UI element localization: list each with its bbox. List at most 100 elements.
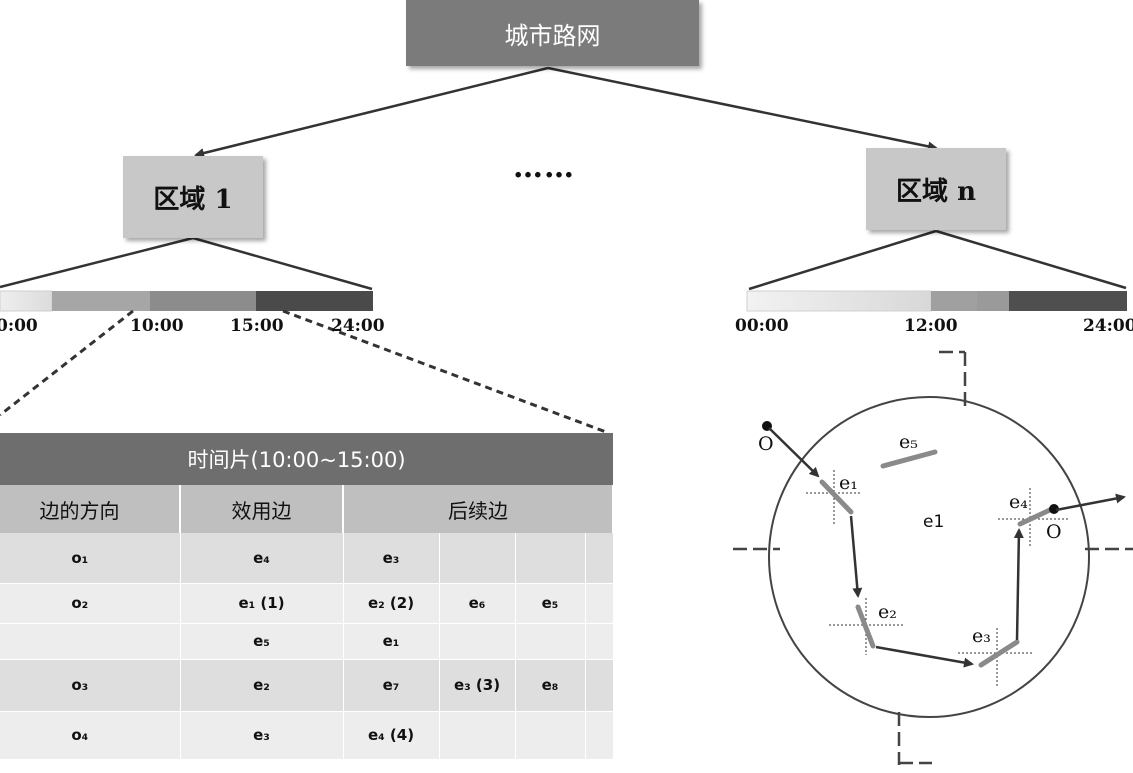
cell-direction-text: o₃ — [71, 676, 89, 694]
timeline1-tick-24: 24:00 — [331, 316, 385, 336]
origin-label: O — [758, 433, 774, 455]
edge-e5 — [880, 449, 938, 469]
table-row: o₄ e₃ e₄ (4) — [0, 711, 614, 760]
zoom-dash-left — [0, 309, 134, 417]
cell-successor — [439, 623, 516, 660]
edge-e1 — [819, 479, 854, 515]
route-arrow-2 — [849, 515, 863, 598]
timeline1-seg-a — [0, 290, 53, 312]
cell-successor — [585, 583, 614, 624]
region1-fan-left — [0, 236, 194, 289]
route-arrow-1 — [768, 427, 820, 478]
edge-e1-label: e₁ — [839, 472, 858, 494]
region1-fan-right — [192, 236, 373, 291]
table-row: o₃ e₂ e₇ e₃ (3) e₈ — [0, 659, 614, 712]
cell-direction-text: o₂ — [71, 594, 89, 612]
cell-direction: o₃ — [0, 659, 181, 712]
timeline1-seg-b — [52, 291, 150, 311]
cell-successor: e₄ (4) — [343, 711, 440, 760]
timelineN-seg-b — [931, 291, 977, 311]
edge-e3-label: e₃ — [972, 625, 991, 647]
edge-e2-label: e₂ — [878, 601, 897, 623]
header-successor: 后续边 — [343, 485, 615, 533]
cell-utility: e₂ — [180, 659, 344, 712]
timelineN-tick-00: 00:00 — [735, 316, 789, 336]
cell-utility: e₄ — [180, 533, 344, 584]
regionN-fan-right — [935, 229, 1127, 290]
cell-successor — [585, 623, 614, 660]
cell-utility: e₃ — [180, 711, 344, 760]
cell-successor-text: e₃ — [382, 548, 400, 567]
dest-label: O — [1046, 521, 1062, 543]
cell-utility-text: e₃ — [253, 726, 270, 744]
cell-successor-text: e₁ — [382, 632, 400, 650]
cell-successor — [585, 533, 614, 584]
cell-successor: e₇ — [343, 659, 440, 712]
region-1-box: 区域 1 — [123, 156, 263, 238]
cell-successor: e₂ (2) — [343, 583, 440, 624]
root-node-label: 城市路网 — [504, 21, 601, 50]
center-edge-label: e1 — [923, 512, 945, 532]
cell-successor-text: e₃ (3) — [453, 676, 501, 694]
edge-e3 — [978, 639, 1020, 668]
table-body: o₁ e₄ e₃ o₂ e₁ (1) e₂ (2) e₆ e₅ e₅ e₁ o₃ e₂ e₇ e₃ (3)… — [0, 533, 614, 760]
cell-successor-text: e₆ — [468, 594, 486, 612]
cell-direction-text: o₄ — [71, 726, 89, 744]
region-1-label: 区域 1 — [153, 184, 233, 215]
ellipsis: …… — [513, 150, 575, 185]
header-utility: 效用边 — [180, 485, 344, 533]
cell-utility: e₅ — [180, 623, 344, 660]
timelineN-seg-d — [1009, 291, 1127, 311]
edge-e5-label: e₅ — [899, 431, 918, 453]
table-title: 时间片(10:00~15:00) — [0, 433, 614, 485]
zoom-dash-right — [282, 309, 607, 434]
edge-e2 — [855, 604, 876, 649]
cell-successor — [585, 711, 614, 760]
cell-utility-text: e₁ (1) — [238, 594, 285, 612]
region-circle — [768, 396, 1090, 718]
cell-successor — [515, 711, 586, 760]
cell-direction: o₁ — [0, 533, 181, 584]
cell-direction: o₄ — [0, 711, 181, 760]
route-arrow-4 — [1013, 528, 1024, 641]
region-n-box: 区域 n — [866, 148, 1006, 230]
regionN-fan-left — [748, 229, 937, 291]
cell-successor — [585, 659, 614, 712]
region-n-label: 区域 n — [896, 176, 976, 207]
cell-direction — [0, 623, 181, 660]
route-arrow-5 — [1055, 493, 1126, 512]
timeline1-tick-start: 0:00 — [0, 316, 38, 336]
cell-successor: e₃ — [343, 533, 440, 584]
root-to-regionN-arrow — [547, 66, 938, 152]
timeline1-seg-d — [256, 291, 373, 311]
cell-successor-text: e₈ — [541, 676, 559, 694]
route-arrow-3 — [875, 645, 974, 668]
cell-successor: e₆ — [439, 583, 516, 624]
timelineN-tick-12: 12:00 — [904, 316, 958, 336]
timelineN-seg-c — [977, 291, 1009, 311]
cell-successor-text: e₂ (2) — [367, 594, 415, 612]
cell-successor-text: e₄ (4) — [367, 726, 415, 744]
edge-e4-label: e₄ — [1009, 491, 1028, 513]
cell-successor — [439, 533, 516, 584]
cell-successor — [515, 623, 586, 660]
root-node-box: 城市路网 — [406, 0, 699, 66]
cell-successor-text: e₇ — [382, 676, 400, 694]
cell-successor: e₁ — [343, 623, 440, 660]
edge-e4 — [1017, 506, 1055, 527]
cell-successor: e₈ — [515, 659, 586, 712]
cell-direction: o₂ — [0, 583, 181, 624]
cell-utility: e₁ (1) — [180, 583, 344, 624]
cell-successor-text: e₅ — [541, 594, 559, 612]
time-slice-table: 时间片(10:00~15:00) 边的方向 效用边 后续边 o₁ e₄ e₃ o₂ e₁… — [0, 433, 615, 760]
table-row: o₁ e₄ e₃ — [0, 533, 614, 584]
root-to-region1-arrow — [194, 66, 549, 158]
cell-direction-text: o₁ — [71, 548, 89, 567]
cell-utility-text: e₂ — [253, 676, 270, 694]
timeline1-tick-15: 15:00 — [230, 316, 284, 336]
table-row: o₂ e₁ (1) e₂ (2) e₆ e₅ — [0, 583, 614, 624]
cell-utility-text: e₄ — [253, 548, 270, 567]
header-direction: 边的方向 — [0, 485, 181, 533]
